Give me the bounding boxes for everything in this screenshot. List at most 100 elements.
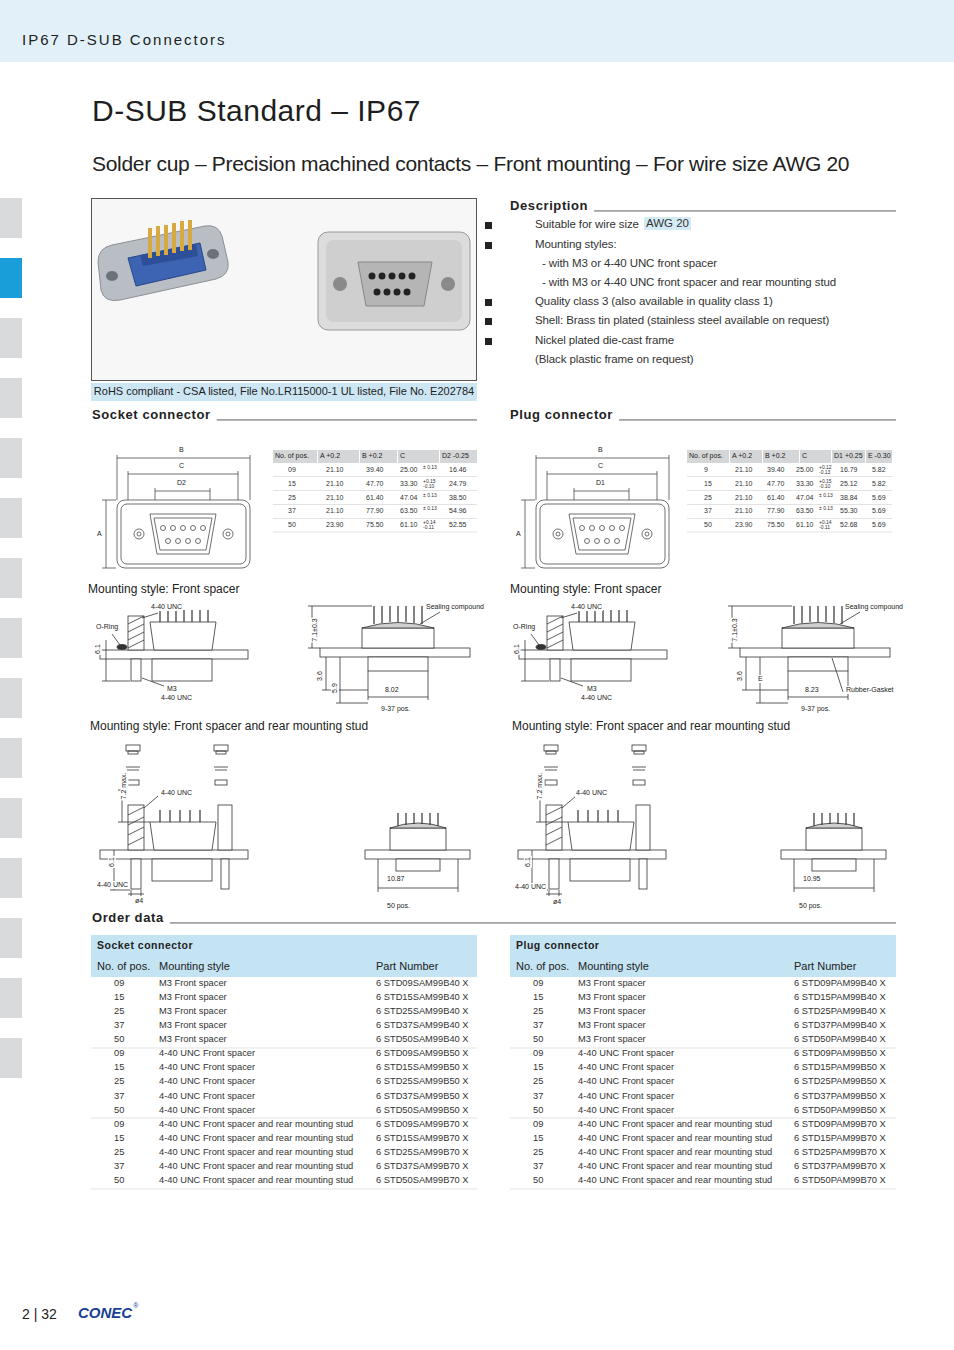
table-header-band: Socket connectorNo. of pos.Mounting styl… xyxy=(91,935,477,977)
dimension-label: D1 xyxy=(595,479,606,487)
order-table-cell: 6 STD37SAM99B70 X xyxy=(376,1161,469,1172)
side-tab xyxy=(0,678,22,718)
tolerance-value: ± 0.13 xyxy=(423,493,439,498)
order-table-cell: 09 xyxy=(533,978,543,989)
side-section-view xyxy=(374,606,422,624)
dimension-label: 8.02 xyxy=(384,686,400,694)
side-tab xyxy=(0,198,22,238)
side-section-view xyxy=(322,657,368,690)
product-photo xyxy=(318,232,470,330)
highlight-text: AWG 20 xyxy=(644,217,691,230)
order-table-cell: 15 xyxy=(533,1062,543,1073)
dimension-label: 8.23 xyxy=(804,686,820,694)
side-tab xyxy=(0,618,22,658)
table-cell: 16.46 xyxy=(449,466,467,474)
connector-front-view xyxy=(186,539,191,544)
connector-front-view xyxy=(181,526,186,531)
table-cell: 9 xyxy=(704,466,708,474)
product-photo xyxy=(333,277,347,291)
tolerance-value: +0.14 -0.11 xyxy=(423,520,439,530)
order-table-cell: 37 xyxy=(533,1020,543,1031)
order-table-cell: 09 xyxy=(114,1048,124,1059)
table-header-cell xyxy=(763,450,799,463)
table-cell: 47.70 xyxy=(767,480,785,488)
table-cell: 21.10 xyxy=(735,494,753,502)
table-rule xyxy=(273,477,477,533)
dimension-label: 5.9 xyxy=(331,682,339,694)
band-text: Socket connector xyxy=(97,939,193,951)
dimension-label: 9-37 pos. xyxy=(800,705,831,713)
side-section-view xyxy=(150,822,216,850)
side-tab xyxy=(0,918,22,958)
side-section-view xyxy=(365,850,470,859)
table-cell: 24.79 xyxy=(449,480,467,488)
connector-front-view xyxy=(134,529,144,539)
side-section-view xyxy=(308,606,470,703)
order-table-cell: 4-40 UNC Front spacer xyxy=(578,1048,674,1059)
product-photo xyxy=(106,271,118,281)
side-section-view xyxy=(781,813,886,892)
dimension-label: 4-40 UNC xyxy=(580,694,613,702)
order-table-cell: 15 xyxy=(114,1133,124,1144)
description-text: Quality class 3 (also available in quali… xyxy=(535,295,773,308)
table-header-cell xyxy=(800,450,831,463)
order-table-cell: 4-40 UNC Front spacer and rear mounting … xyxy=(578,1133,772,1144)
band-text: IP67 D-SUB Connectors xyxy=(22,31,227,48)
table-header-cell: A +0.2 xyxy=(732,452,752,460)
dimension-label: 4-40 UNC xyxy=(160,789,193,797)
side-section-view xyxy=(117,645,127,650)
table-cell: 21.10 xyxy=(326,466,344,474)
table-cell: 33.30 xyxy=(400,480,418,488)
table-header-cell xyxy=(398,450,439,463)
description-text: - with M3 or 4-40 UNC front spacer and r… xyxy=(542,276,836,289)
table-rule xyxy=(687,477,892,533)
connector-front-view xyxy=(176,539,181,544)
tolerance-value: ± 0.13 xyxy=(423,506,439,511)
order-table-cell: 25 xyxy=(533,1147,543,1158)
table-header-cell xyxy=(440,450,477,463)
dimension-label: O-Ring xyxy=(512,623,536,631)
dimension-label: C xyxy=(597,462,604,470)
dimension-label: 3.6 xyxy=(316,670,324,682)
product-photo xyxy=(150,220,190,258)
side-tab xyxy=(0,558,22,598)
table-cell: 25.12 xyxy=(840,480,858,488)
section-heading: Plug connector xyxy=(510,408,613,423)
dimension-label: Sealing compound xyxy=(844,603,904,611)
leader-line xyxy=(832,658,843,692)
table-cell: 47.04 xyxy=(400,494,418,502)
table-header-cell xyxy=(730,450,762,463)
table-cell: 63.50 xyxy=(796,507,814,515)
side-section-view xyxy=(128,751,138,754)
table-cell: 21.10 xyxy=(735,466,753,474)
product-photo xyxy=(188,220,192,250)
product-photo xyxy=(172,223,176,253)
order-table-cell: 6 STD15PAM99B40 X xyxy=(794,992,886,1003)
connector-front-view xyxy=(166,539,171,544)
side-tab xyxy=(0,798,22,838)
table-header-cell: D2 -0.25 xyxy=(442,452,469,460)
figure-caption: Mounting style: Front spacer and rear mo… xyxy=(512,720,790,734)
product-photo xyxy=(399,273,406,280)
side-section-view xyxy=(215,780,227,785)
dimension-label: 4-40 UNC xyxy=(570,603,603,611)
table-cell: 54.96 xyxy=(449,507,467,515)
order-table-cell: 09 xyxy=(114,978,124,989)
order-table-cell: 6 STD50SAM99B70 X xyxy=(376,1175,469,1186)
table-rule xyxy=(91,1048,477,1189)
product-photo xyxy=(92,199,477,381)
product-photo xyxy=(379,273,386,280)
table-cell: 25 xyxy=(704,494,712,502)
table-cell: 5.69 xyxy=(872,521,886,529)
table-cell: 77.90 xyxy=(767,507,785,515)
product-photo xyxy=(207,249,219,259)
product-photo xyxy=(156,226,160,256)
order-table-cell: 6 STD25PAM99B40 X xyxy=(794,1006,886,1017)
order-table-cell: 4-40 UNC Front spacer xyxy=(578,1091,674,1102)
order-table-cell: 4-40 UNC Front spacer and rear mounting … xyxy=(578,1175,772,1186)
order-table-cell: 25 xyxy=(533,1076,543,1087)
product-photo xyxy=(326,240,462,322)
connector-front-view xyxy=(102,455,250,568)
order-table-cell: 09 xyxy=(533,1119,543,1130)
description-text: Suitable for wire size xyxy=(535,218,639,231)
